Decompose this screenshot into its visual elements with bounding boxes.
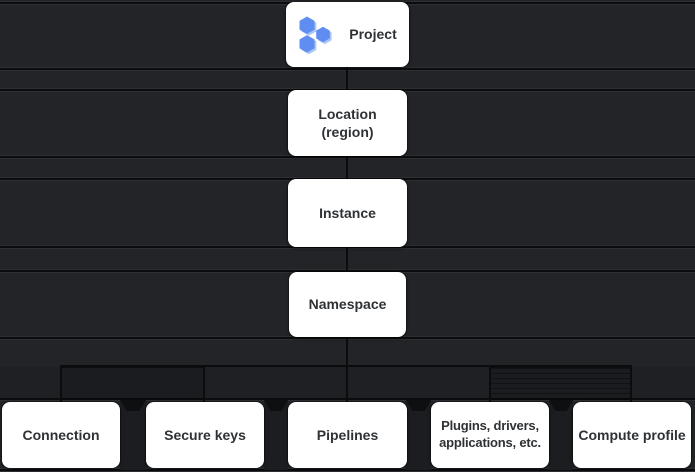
row-divider [0, 469, 695, 471]
node-location-label: Location (region) [318, 105, 377, 140]
node-secure-keys: Secure keys [146, 402, 264, 468]
box-gap-shadow [549, 400, 573, 411]
connector-instance-namespace [346, 247, 348, 271]
connector-branch-pipelines [346, 365, 348, 402]
connector-branch-compute-profile [630, 365, 632, 402]
branch-shadow-segment [62, 366, 204, 400]
node-compute-profile-label: Compute profile [578, 426, 686, 443]
node-plugins: Plugins, drivers, applications, etc. [431, 402, 549, 468]
connector-branch-plugins [489, 365, 491, 402]
project-hexagons-icon [299, 16, 332, 54]
box-gap [120, 400, 146, 470]
branch-shadow-segment [350, 366, 437, 399]
node-instance: Instance [288, 179, 407, 247]
node-project: Project [286, 2, 409, 67]
node-pipelines-label: Pipelines [316, 426, 379, 443]
node-pipelines: Pipelines [288, 402, 407, 468]
box-gap [406, 400, 431, 470]
node-plugins-label: Plugins, drivers, applications, etc. [439, 418, 541, 450]
box-gap [264, 400, 288, 470]
connector-location-instance [346, 156, 348, 179]
node-namespace-label: Namespace [308, 296, 387, 313]
connector-project-location [346, 67, 348, 90]
node-project-label: Project [349, 26, 397, 43]
box-gap [549, 400, 573, 470]
node-location: Location (region) [288, 90, 407, 156]
connector-namespace-branch [346, 337, 348, 366]
node-instance-label: Instance [319, 204, 376, 221]
node-secure-keys-label: Secure keys [164, 426, 246, 443]
box-gap-shadow [264, 400, 288, 411]
box-gap-shadow [120, 400, 146, 411]
node-namespace: Namespace [289, 272, 406, 337]
branch-shadow-segment [490, 366, 630, 400]
connector-branch-connection [60, 365, 62, 402]
branch-shadow-segment [208, 366, 341, 399]
node-compute-profile: Compute profile [573, 402, 691, 468]
node-connection-label: Connection [22, 426, 100, 443]
connector-branch-secure-keys [203, 365, 205, 402]
node-connection: Connection [2, 402, 120, 468]
row-divider [0, 270, 695, 272]
box-gap-shadow [406, 400, 431, 411]
